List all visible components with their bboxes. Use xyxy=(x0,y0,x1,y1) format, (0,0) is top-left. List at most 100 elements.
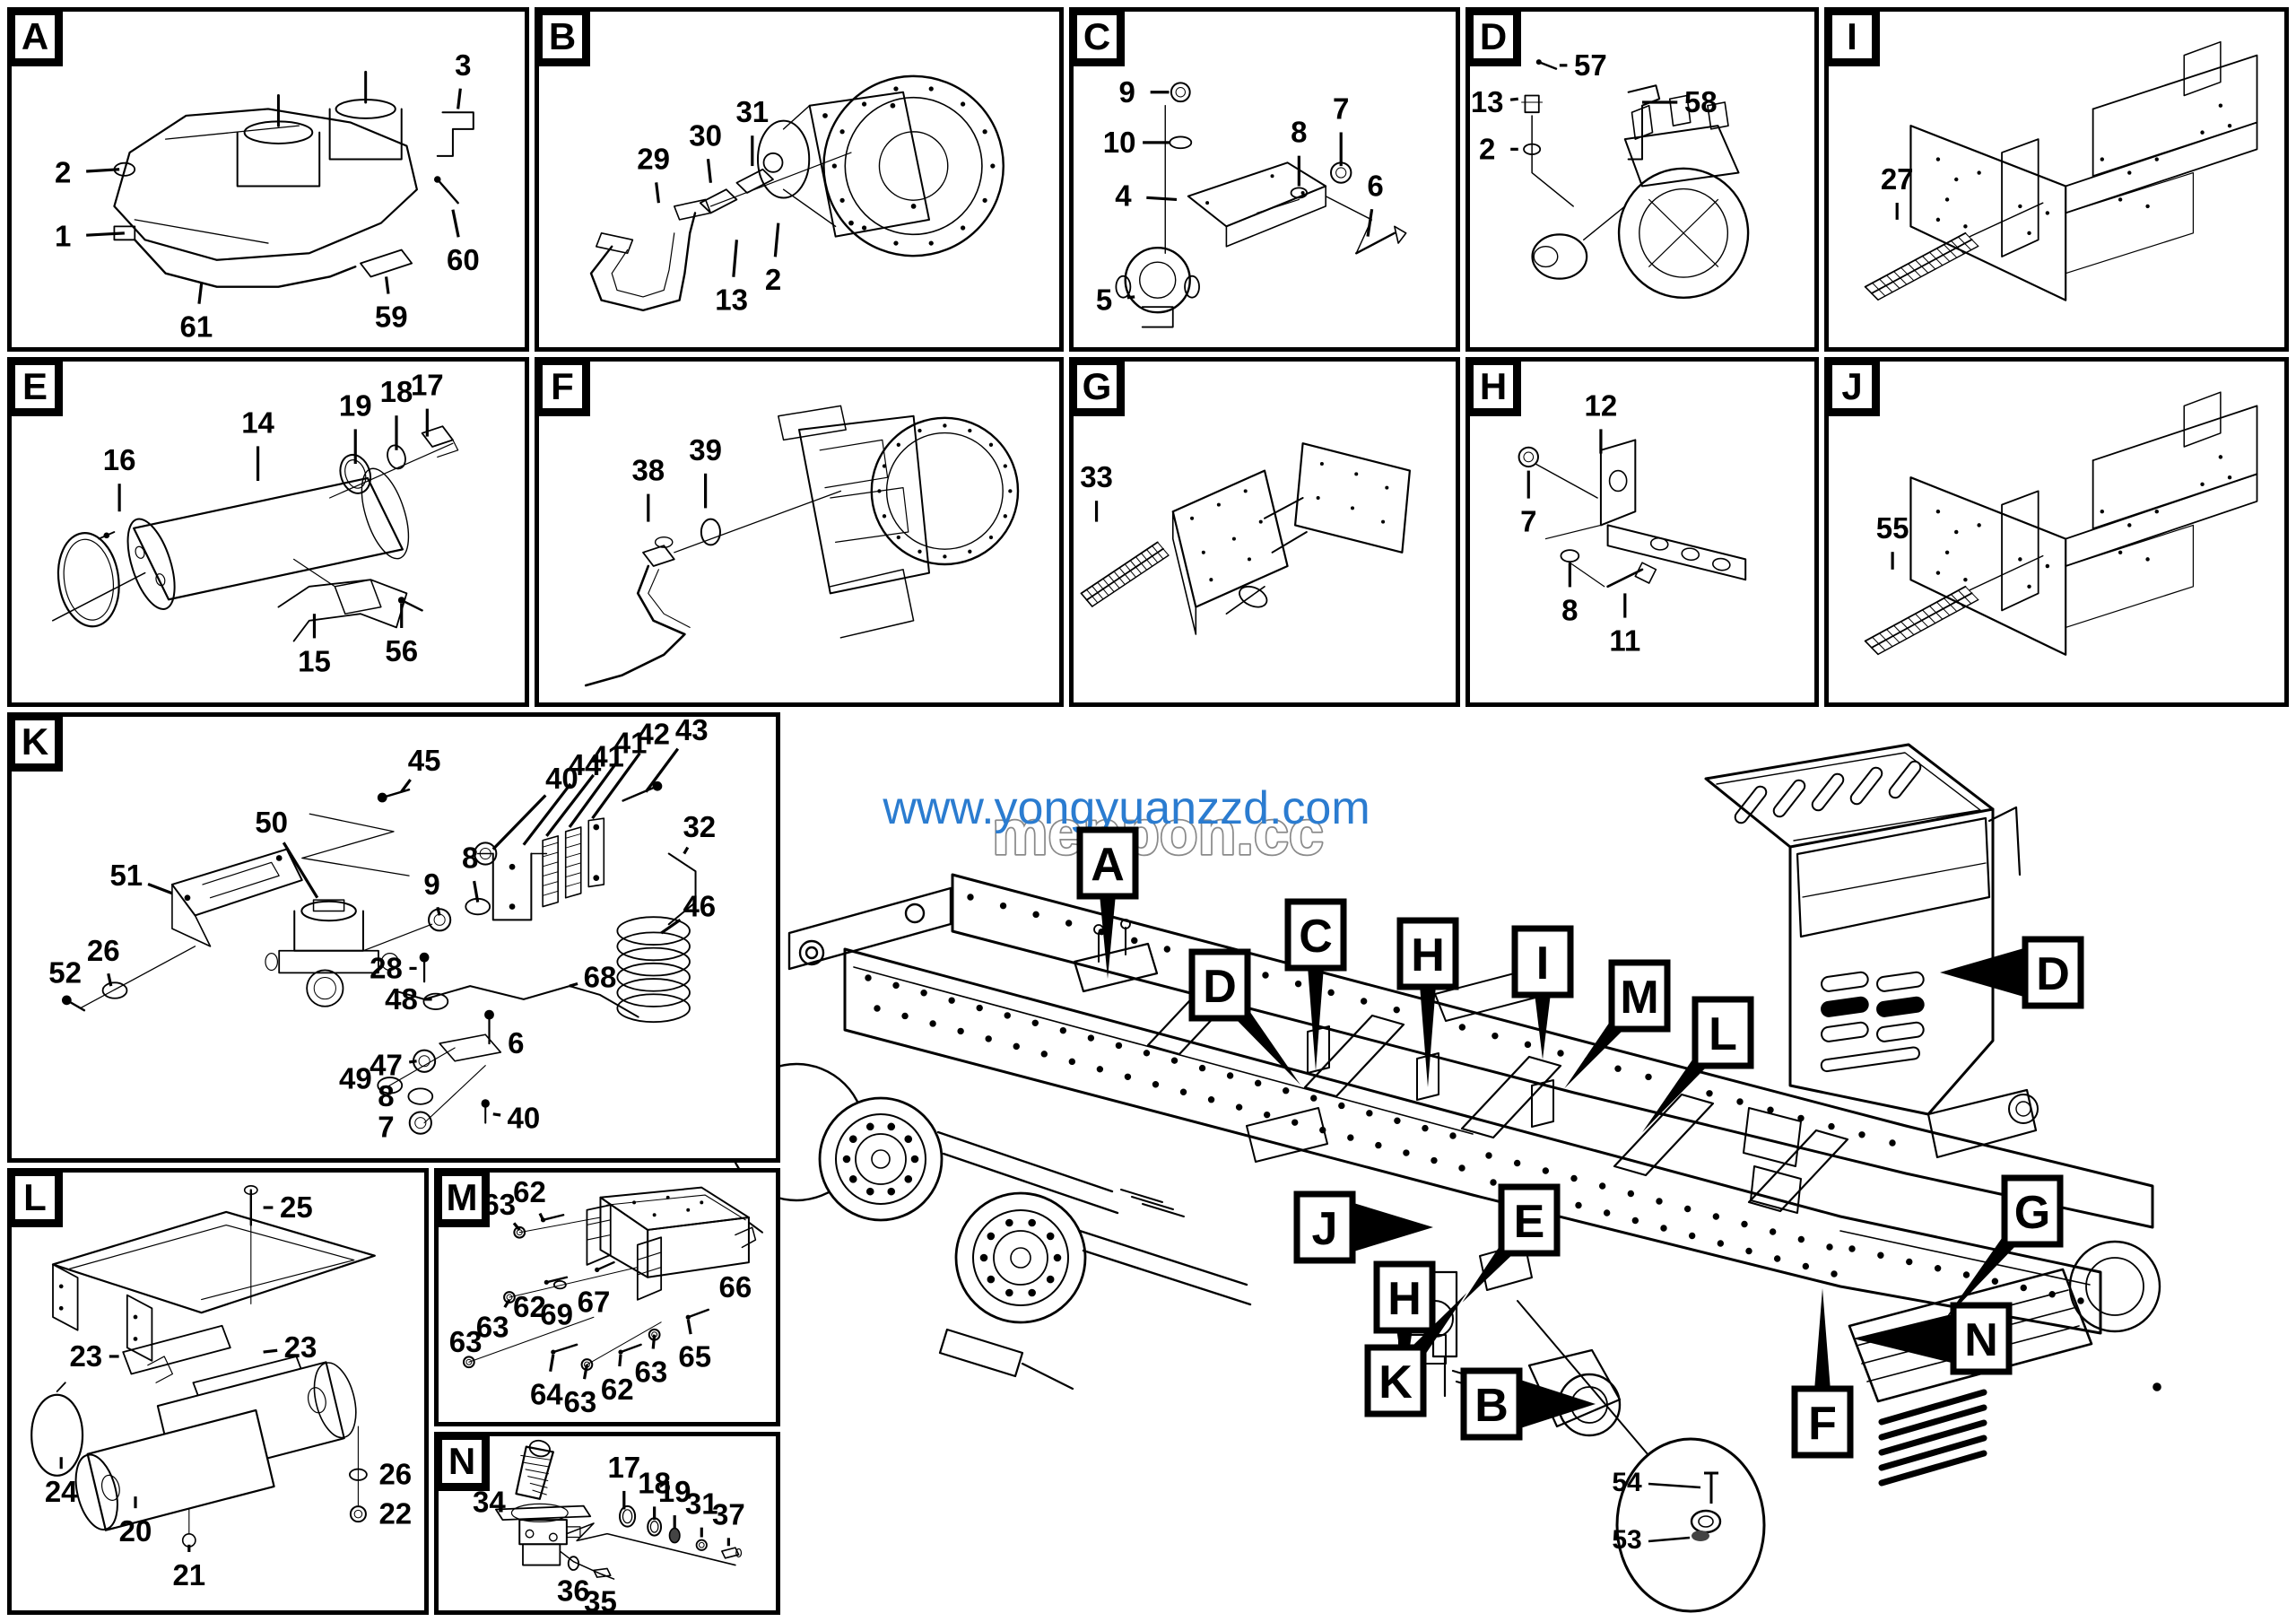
callout-M-67: 67 xyxy=(578,1286,611,1319)
callout-H-12: 12 xyxy=(1585,388,1618,422)
callout-K-42: 42 xyxy=(637,718,670,751)
callout-H-7: 7 xyxy=(1520,505,1536,538)
callout-C-4: 4 xyxy=(1115,179,1132,213)
marker-letter-N: N xyxy=(1964,1314,1998,1366)
callout-F-38: 38 xyxy=(631,454,665,487)
location-marker-I: I xyxy=(1511,925,1574,1060)
callout-K-52: 52 xyxy=(48,955,82,989)
location-marker-F: F xyxy=(1791,1288,1854,1459)
panel-letter-J: J xyxy=(1829,362,1880,416)
panel-letter-B: B xyxy=(539,12,590,66)
callout-C-6: 6 xyxy=(1367,169,1383,202)
callout-M-63: 63 xyxy=(635,1355,668,1388)
panel-H: H 12 7 8 11 xyxy=(1465,357,1819,707)
callout-L-23: 23 xyxy=(284,1330,317,1364)
panel-letter-H: H xyxy=(1470,362,1521,416)
callout-E-15: 15 xyxy=(298,644,331,677)
panel-G: G 33 xyxy=(1069,357,1460,707)
callout-L-26: 26 xyxy=(378,1458,412,1491)
callout-B-29: 29 xyxy=(637,143,670,176)
callout-K-43: 43 xyxy=(675,717,709,746)
callout-D-2: 2 xyxy=(1479,132,1495,165)
callout-B-31: 31 xyxy=(735,95,769,128)
watermark-url: www.yongyuanzzd.com xyxy=(882,782,1370,834)
callout-N-19: 19 xyxy=(658,1475,691,1508)
callout-N-31: 31 xyxy=(685,1487,718,1521)
callout-C-9: 9 xyxy=(1118,75,1135,109)
marker-letter-C: C xyxy=(1299,911,1333,963)
callout-N-35: 35 xyxy=(584,1584,617,1610)
callout-L-24: 24 xyxy=(45,1475,78,1508)
location-marker-H: H xyxy=(1373,1260,1436,1382)
location-marker-L: L xyxy=(1642,996,1754,1133)
callout-L-22: 22 xyxy=(378,1497,412,1530)
location-marker-N: N xyxy=(1853,1302,2013,1375)
callout-N-18: 18 xyxy=(638,1466,671,1499)
callout-K-32: 32 xyxy=(683,810,716,843)
callout-A-2: 2 xyxy=(55,156,71,189)
callout-C-10: 10 xyxy=(1103,126,1136,159)
panel-letter-C: C xyxy=(1074,12,1125,66)
panel-letter-K: K xyxy=(12,717,63,772)
callout-K-68: 68 xyxy=(584,960,617,993)
callout-K-28: 28 xyxy=(370,951,403,984)
callout-K-41: 41 xyxy=(591,739,624,772)
panel-letter-N: N xyxy=(439,1436,490,1491)
callout-D-58: 58 xyxy=(1684,85,1718,118)
callout-M-62: 62 xyxy=(513,1290,546,1323)
callout-A-61: 61 xyxy=(180,310,213,344)
callout-E-17: 17 xyxy=(411,369,444,402)
callout-C-8: 8 xyxy=(1291,116,1307,149)
location-marker-H: H xyxy=(1396,917,1459,1087)
location-marker-D: D xyxy=(1940,936,2084,1009)
panel-letter-F: F xyxy=(539,362,590,416)
callout-M-63: 63 xyxy=(476,1310,509,1343)
callout-J-55: 55 xyxy=(1876,511,1909,545)
callout-M-63: 63 xyxy=(449,1325,483,1358)
callout-E-16: 16 xyxy=(103,443,136,476)
callout-M-64: 64 xyxy=(530,1377,563,1410)
watermark-domain: meppon.cc xyxy=(992,798,1324,868)
callout-K-8: 8 xyxy=(462,841,478,874)
callout-A-60: 60 xyxy=(447,243,480,276)
callout-K-6: 6 xyxy=(508,1026,524,1060)
detail-callout-54: 54 xyxy=(1612,1468,1642,1497)
panel-letter-D: D xyxy=(1470,12,1521,66)
callout-M-62: 62 xyxy=(601,1373,634,1406)
callout-A-1: 1 xyxy=(55,220,71,253)
location-marker-G: G xyxy=(1944,1174,2064,1321)
marker-letter-H: H xyxy=(1411,929,1445,981)
callout-H-8: 8 xyxy=(1561,593,1578,626)
callout-G-33: 33 xyxy=(1080,460,1113,493)
callout-K-41: 41 xyxy=(614,727,648,760)
marker-letter-M: M xyxy=(1620,972,1658,1024)
callout-K-51: 51 xyxy=(109,859,143,892)
marker-letter-K: K xyxy=(1378,1356,1413,1408)
callout-M-69: 69 xyxy=(540,1297,573,1330)
callout-K-40: 40 xyxy=(545,762,578,795)
callout-H-11: 11 xyxy=(1609,624,1640,658)
callout-L-21: 21 xyxy=(172,1558,205,1591)
callout-E-56: 56 xyxy=(385,634,418,667)
panel-letter-M: M xyxy=(439,1173,490,1227)
panel-letter-G: G xyxy=(1074,362,1125,416)
callout-K-46: 46 xyxy=(683,890,716,923)
callout-K-8: 8 xyxy=(378,1079,394,1112)
panel-letter-L: L xyxy=(12,1173,63,1227)
location-marker-E: E xyxy=(1462,1183,1561,1303)
callout-K-49: 49 xyxy=(339,1061,372,1094)
callout-K-48: 48 xyxy=(385,982,418,1016)
callout-K-26: 26 xyxy=(87,934,120,967)
marker-letter-D: D xyxy=(2036,948,2070,1000)
detail-callout-53: 53 xyxy=(1612,1525,1641,1555)
marker-letter-H: H xyxy=(1387,1273,1422,1325)
